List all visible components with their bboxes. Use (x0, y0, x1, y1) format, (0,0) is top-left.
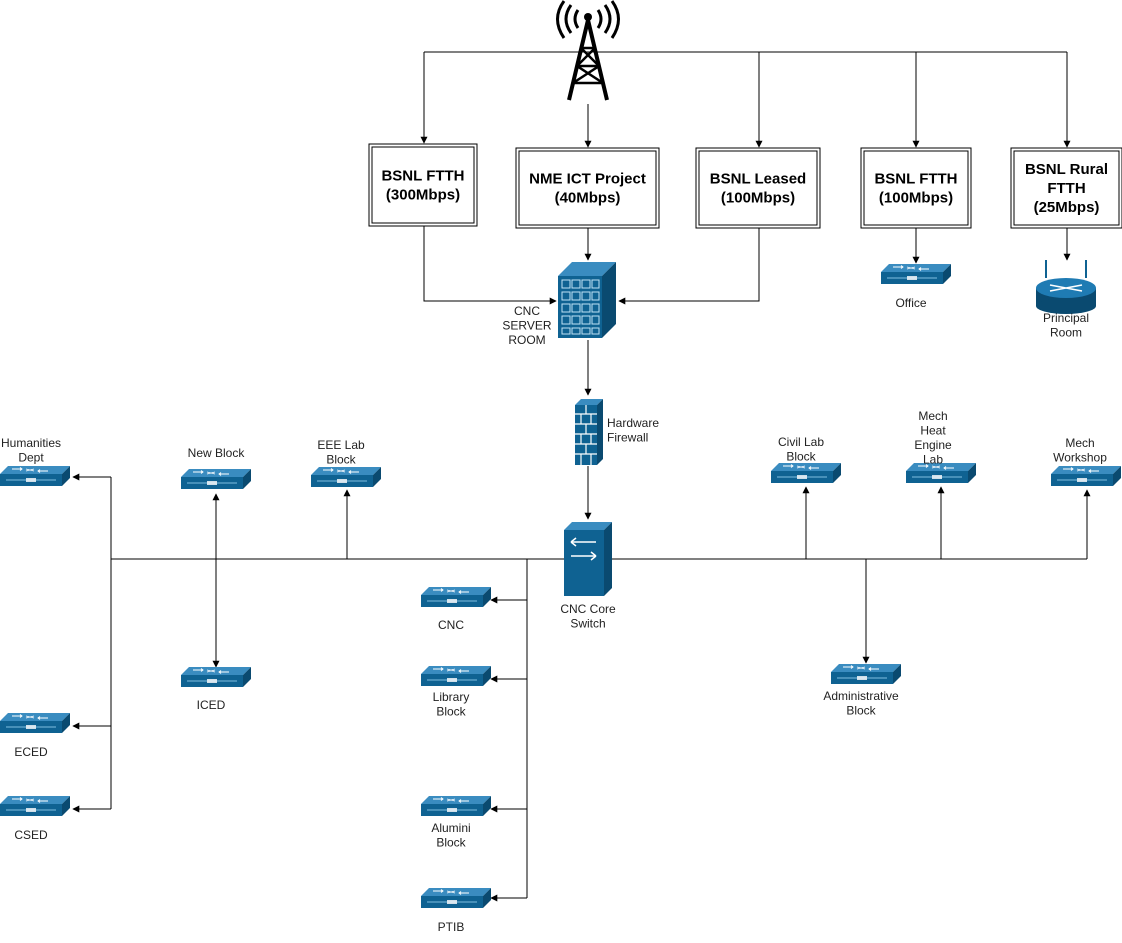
device-label-core-switch: Switch (570, 617, 605, 631)
switch-icon (881, 264, 951, 284)
switch-label-humanities: Dept (18, 451, 44, 465)
switch-icon (181, 667, 251, 687)
isp-label: (25Mbps) (1034, 199, 1100, 216)
switch-label-eee: EEE Lab (317, 438, 365, 452)
switch-label-admin: Block (846, 704, 876, 718)
switch-label-office: Office (895, 296, 926, 310)
radio-tower-icon (556, 0, 620, 101)
switch-icon (0, 796, 70, 816)
switch-label-mechheat: Lab (923, 453, 943, 467)
switch-icon (181, 469, 251, 489)
device-label-core-switch: CNC Core (560, 602, 616, 616)
isp-links: BSNL FTTH (300Mbps) NME ICT Project (40Mbps… (368, 143, 1122, 229)
isp-box-ftth300: BSNL FTTH (300Mbps) (368, 143, 478, 227)
server-rack-icon (558, 262, 616, 338)
isp-label: BSNL Leased (710, 171, 806, 188)
device-label-firewall: Firewall (607, 431, 648, 445)
switch-icon (771, 463, 841, 483)
switch-label-mechheat: Engine (914, 438, 952, 452)
switch-label-newblock: New Block (188, 446, 246, 460)
isp-box-leased: BSNL Leased (100Mbps) (695, 147, 821, 229)
switch-label-library: Block (436, 705, 466, 719)
switch-icon (421, 888, 491, 908)
switch-label-admin: Administrative (823, 689, 899, 703)
switch-icon (311, 467, 381, 487)
switch-label-mechws: Mech (1065, 436, 1094, 450)
switch-icon (831, 664, 901, 684)
isp-label: NME ICT Project (529, 171, 646, 188)
isp-label: (300Mbps) (386, 187, 460, 204)
switch-label-alumini: Block (436, 836, 466, 850)
switch-label-mechheat: Heat (920, 424, 946, 438)
switch-icon (0, 713, 70, 733)
isp-label: (100Mbps) (879, 190, 953, 207)
switch-label-mechws: Workshop (1053, 451, 1107, 465)
isp-label: BSNL Rural (1025, 161, 1108, 178)
device-label-server-room: SERVER (502, 319, 551, 333)
device-label-principal-router: Room (1050, 326, 1082, 340)
isp-label: (40Mbps) (555, 190, 621, 207)
isp-label: BSNL FTTH (381, 168, 464, 185)
isp-box-ftth100: BSNL FTTH (100Mbps) (860, 147, 972, 229)
switch-label-humanities: Humanities (1, 436, 61, 450)
switch-icon (0, 466, 70, 486)
isp-box-nme: NME ICT Project (40Mbps) (515, 147, 660, 229)
firewall-icon (575, 399, 603, 465)
device-label-firewall: Hardware (607, 416, 659, 430)
isp-label: (100Mbps) (721, 190, 795, 207)
switch-icon (1051, 466, 1121, 486)
router-icon (1036, 260, 1096, 314)
isp-label: BSNL FTTH (874, 171, 957, 188)
switch-label-eee: Block (326, 453, 356, 467)
switch-label-alumini: Alumini (431, 821, 470, 835)
switch-icon (421, 587, 491, 607)
switch-label-ptib: PTIB (438, 920, 465, 934)
switch-label-mechheat: Mech (918, 409, 947, 423)
switch-icon (421, 796, 491, 816)
core-switch-icon (564, 522, 612, 596)
switch-label-civil: Civil Lab (778, 435, 824, 449)
switch-label-civil: Block (786, 450, 816, 464)
switch-label-eced: ECED (14, 745, 48, 759)
switch-label-csed: CSED (14, 828, 48, 842)
device-label-server-room: ROOM (508, 333, 545, 347)
access-switches (0, 264, 1121, 908)
device-label-server-room: CNC (514, 304, 540, 318)
isp-label: FTTH (1047, 180, 1085, 197)
switch-label-library: Library (433, 690, 470, 704)
device-label-principal-router: Principal (1043, 311, 1089, 325)
switch-label-iced: ICED (197, 698, 226, 712)
switch-icon (421, 666, 491, 686)
switch-label-cnc: CNC (438, 618, 464, 632)
switch-icon (906, 463, 976, 483)
